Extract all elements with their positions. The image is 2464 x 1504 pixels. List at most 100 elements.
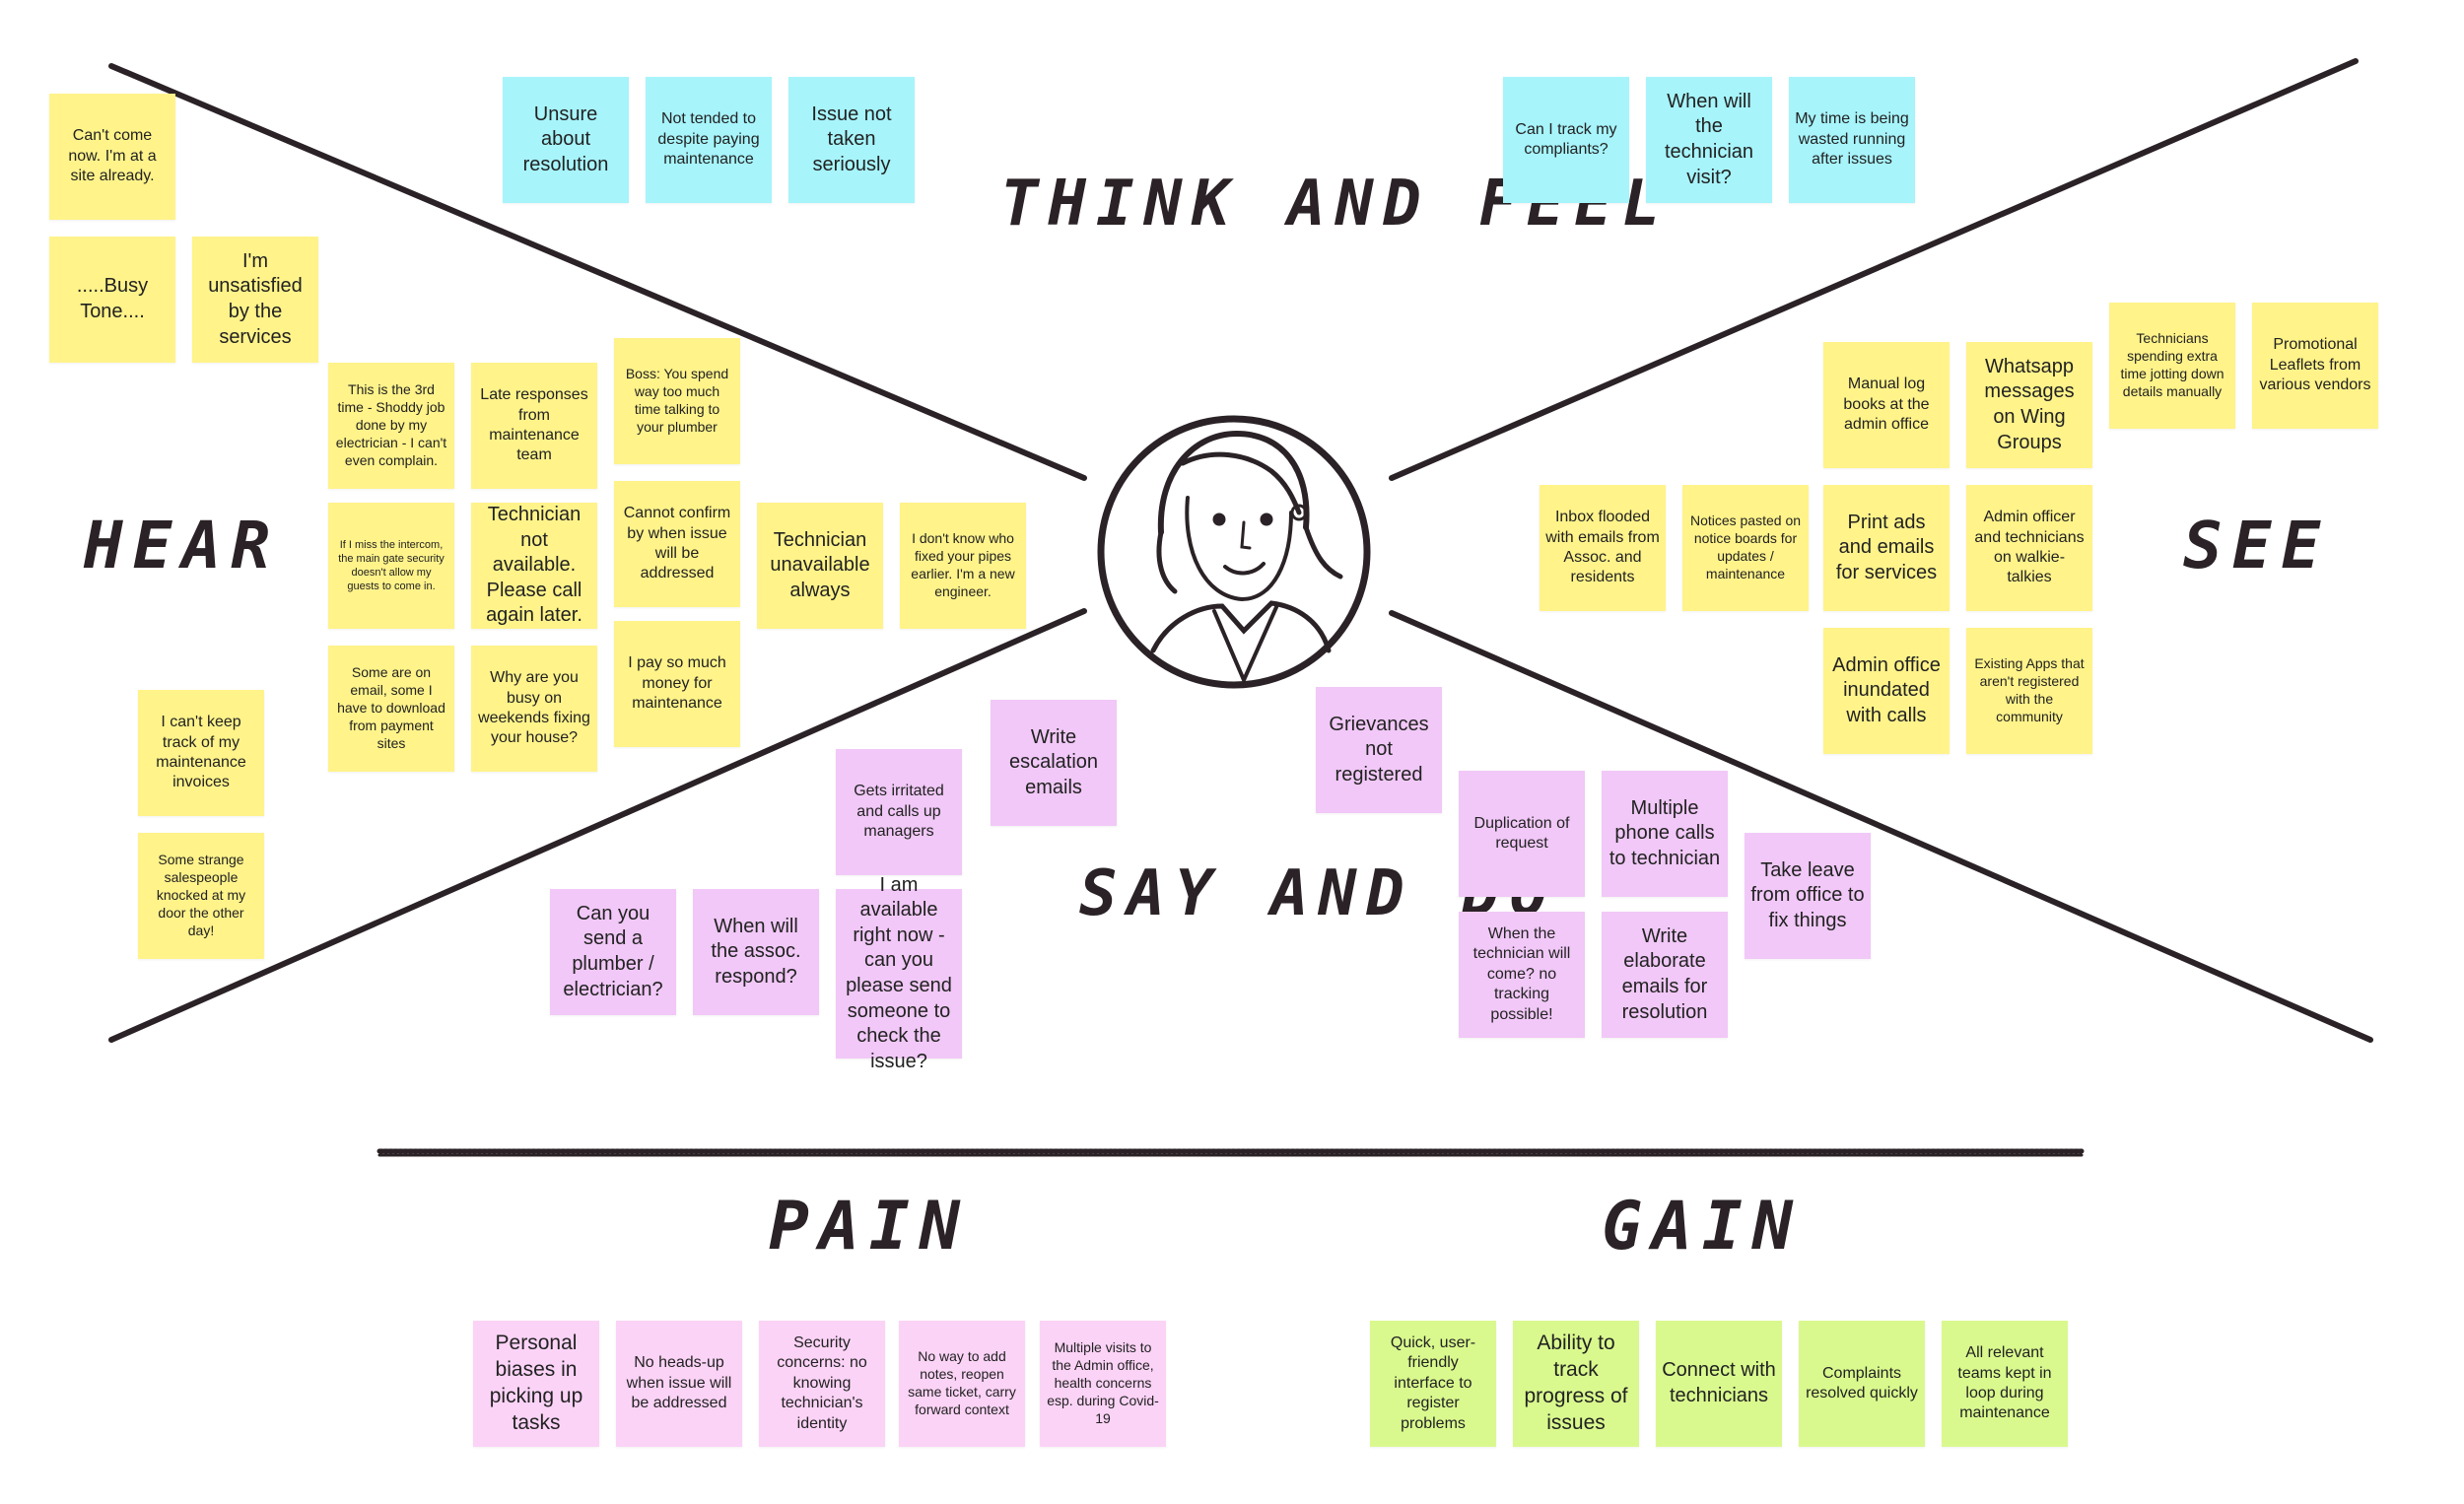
sticky-note-s-whatsapp[interactable]: Whatsapp messages on Wing Groups <box>1966 342 2092 468</box>
sticky-note-text: Some strange salespeople knocked at my d… <box>156 852 246 938</box>
sticky-note-p-multiple-visits[interactable]: Multiple visits to the Admin office, hea… <box>1040 1321 1166 1447</box>
sticky-note-text: Unsure about resolution <box>522 103 609 175</box>
sticky-note-text: Multiple phone calls to technician <box>1608 796 1721 869</box>
diagonal-line-bottom-left <box>108 608 1087 1043</box>
sticky-note-text: I'm unsatisfied by the services <box>208 249 303 348</box>
sticky-note-sd-duplication[interactable]: Duplication of request <box>1459 771 1585 897</box>
sticky-note-h-dont-know[interactable]: I don't know who fixed your pipes earlie… <box>900 503 1026 629</box>
sticky-note-p-no-notes[interactable]: No way to add notes, reopen same ticket,… <box>899 1321 1025 1447</box>
sticky-note-text: Admin office inundated with calls <box>1832 653 1941 726</box>
sticky-note-text: Not tended to despite paying maintenance <box>657 110 760 169</box>
sticky-note-s-technicians-jotting[interactable]: Technicians spending extra time jotting … <box>2109 303 2235 429</box>
sticky-note-s-walkie[interactable]: Admin officer and technicians on walkie-… <box>1966 485 2092 611</box>
sticky-note-text: Technicians spending extra time jotting … <box>2120 330 2224 399</box>
sticky-note-text: Quick, user-friendly interface to regist… <box>1390 1333 1476 1432</box>
sticky-note-s-existing-apps[interactable]: Existing Apps that aren't registered wit… <box>1966 628 2092 754</box>
pain-label: PAIN <box>769 1188 970 1265</box>
sticky-note-h-cannot-confirm[interactable]: Cannot confirm by when issue will be add… <box>614 481 740 607</box>
sticky-note-h-pay-much[interactable]: I pay so much money for maintenance <box>614 621 740 747</box>
diagonal-line-bottom-right <box>1389 610 2373 1043</box>
sticky-note-h-cant-track-invoices[interactable]: I can't keep track of my maintenance inv… <box>138 690 264 816</box>
sticky-note-text: Ability to track progress of issues <box>1524 1332 1628 1434</box>
sticky-note-tf-unsure-resolution[interactable]: Unsure about resolution <box>503 77 629 203</box>
sticky-note-tf-not-tended[interactable]: Not tended to despite paying maintenance <box>646 77 772 203</box>
sticky-note-text: Multiple visits to the Admin office, hea… <box>1047 1339 1159 1426</box>
sticky-note-text: Notices pasted on notice boards for upda… <box>1689 513 1802 581</box>
sticky-note-s-print-ads[interactable]: Print ads and emails for services <box>1823 485 1950 611</box>
sticky-note-p-security[interactable]: Security concerns: no knowing technician… <box>759 1321 885 1447</box>
sticky-note-text: Technician unavailable always <box>770 528 870 601</box>
sticky-note-text: My time is being wasted running after is… <box>1795 110 1909 169</box>
sticky-note-h-salespeople[interactable]: Some strange salespeople knocked at my d… <box>138 833 264 959</box>
sticky-note-text: No way to add notes, reopen same ticket,… <box>908 1348 1016 1417</box>
sticky-note-text: I can't keep track of my maintenance inv… <box>156 714 246 791</box>
sticky-note-h-intercom[interactable]: If I miss the intercom, the main gate se… <box>328 503 454 629</box>
sticky-note-g-connect[interactable]: Connect with technicians <box>1656 1321 1782 1447</box>
sticky-note-text: Some are on email, some I have to downlo… <box>337 664 445 751</box>
sticky-note-s-promo-leaflets[interactable]: Promotional Leaflets from various vendor… <box>2252 303 2378 429</box>
sticky-note-h-boss[interactable]: Boss: You spend way too much time talkin… <box>614 338 740 464</box>
sticky-note-s-admin-inundated[interactable]: Admin office inundated with calls <box>1823 628 1950 754</box>
person-face-icon <box>1097 415 1371 689</box>
sticky-note-tf-not-serious[interactable]: Issue not taken seriously <box>788 77 915 203</box>
sticky-note-sd-no-tracking[interactable]: When the technician will come? no tracki… <box>1459 912 1585 1038</box>
sticky-note-h-some-email[interactable]: Some are on email, some I have to downlo… <box>328 646 454 772</box>
sticky-note-text: Write elaborate emails for resolution <box>1621 924 1708 1023</box>
sticky-note-sd-write-escalation[interactable]: Write escalation emails <box>991 700 1117 826</box>
sticky-note-text: I don't know who fixed your pipes earlie… <box>911 530 1015 599</box>
sticky-note-h-third-time[interactable]: This is the 3rd time - Shoddy job done b… <box>328 363 454 489</box>
sticky-note-text: Manual log books at the admin office <box>1843 376 1930 434</box>
sticky-note-sd-grievances[interactable]: Grievances not registered <box>1316 687 1442 813</box>
sticky-note-sd-elaborate-emails[interactable]: Write elaborate emails for resolution <box>1602 912 1728 1038</box>
sticky-note-h-why-busy[interactable]: Why are you busy on weekends fixing your… <box>471 646 597 772</box>
sticky-note-tf-technician-visit[interactable]: When will the technician visit? <box>1646 77 1772 203</box>
sticky-note-h-busy-tone[interactable]: .....Busy Tone.... <box>49 237 175 363</box>
sticky-note-h-unsatisfied[interactable]: I'm unsatisfied by the services <box>192 237 318 363</box>
sticky-note-text: Grievances not registered <box>1329 713 1429 786</box>
sticky-note-h-tech-unavailable[interactable]: Technician unavailable always <box>757 503 883 629</box>
sticky-note-tf-time-wasted[interactable]: My time is being wasted running after is… <box>1789 77 1915 203</box>
sticky-note-sd-available-now[interactable]: I am available right now - can you pleas… <box>836 874 962 1072</box>
sticky-note-sd-gets-irritated[interactable]: Gets irritated and calls up managers <box>836 749 962 875</box>
sticky-note-sd-multiple-calls[interactable]: Multiple phone calls to technician <box>1602 771 1728 897</box>
sticky-note-text: Issue not taken seriously <box>811 103 892 175</box>
sticky-note-text: Write escalation emails <box>1008 725 1099 798</box>
sticky-note-text: Take leave from office to fix things <box>1750 858 1865 931</box>
sticky-note-text: .....Busy Tone.... <box>76 275 149 322</box>
sticky-note-tf-track-complaints[interactable]: Can I track my compliants? <box>1503 77 1629 203</box>
sticky-note-s-manual-log[interactable]: Manual log books at the admin office <box>1823 342 1950 468</box>
sticky-note-s-notices[interactable]: Notices pasted on notice boards for upda… <box>1682 485 1809 611</box>
sticky-note-s-inbox-flooded[interactable]: Inbox flooded with emails from Assoc. an… <box>1540 485 1666 611</box>
sticky-note-text: Complaints resolved quickly <box>1806 1364 1918 1401</box>
sticky-note-text: Personal biases in picking up tasks <box>489 1332 583 1434</box>
sticky-note-text: When will the assoc. respond? <box>711 915 801 988</box>
sticky-note-sd-take-leave[interactable]: Take leave from office to fix things <box>1745 833 1871 959</box>
sticky-note-text: Cannot confirm by when issue will be add… <box>623 505 731 582</box>
sticky-note-sd-assoc-respond[interactable]: When will the assoc. respond? <box>693 889 819 1015</box>
sticky-note-text: Existing Apps that aren't registered wit… <box>1974 655 2085 724</box>
gain-label: GAIN <box>1602 1188 1803 1265</box>
diagonal-line-top-left <box>108 63 1087 481</box>
sticky-note-p-biases[interactable]: Personal biases in picking up tasks <box>473 1321 599 1447</box>
sticky-note-text: Connect with technicians <box>1662 1359 1776 1406</box>
sticky-note-p-no-headsup[interactable]: No heads-up when issue will be addressed <box>616 1321 742 1447</box>
sticky-note-text: Promotional Leaflets from various vendor… <box>2259 336 2371 394</box>
sticky-note-h-tech-not-available[interactable]: Technician not available. Please call ag… <box>471 503 597 629</box>
sticky-note-text: No heads-up when issue will be addressed <box>626 1354 732 1412</box>
sticky-note-h-cant-come[interactable]: Can't come now. I'm at a site already. <box>49 94 175 220</box>
sticky-note-text: I am available right now - can you pleas… <box>846 873 952 1072</box>
sticky-note-h-late-responses[interactable]: Late responses from maintenance team <box>471 363 597 489</box>
sticky-note-text: Boss: You spend way too much time talkin… <box>625 366 729 435</box>
sticky-note-text: Inbox flooded with emails from Assoc. an… <box>1545 509 1660 586</box>
sticky-note-g-track-progress[interactable]: Ability to track progress of issues <box>1513 1321 1639 1447</box>
sticky-note-g-complaints-resolved[interactable]: Complaints resolved quickly <box>1799 1321 1925 1447</box>
diagonal-line-top-right <box>1389 58 2359 481</box>
sticky-note-text: I pay so much money for maintenance <box>628 654 726 713</box>
sticky-note-g-all-teams[interactable]: All relevant teams kept in loop during m… <box>1942 1321 2068 1447</box>
sticky-note-text: Why are you busy on weekends fixing your… <box>478 669 590 747</box>
sticky-note-g-quick-interface[interactable]: Quick, user-friendly interface to regist… <box>1370 1321 1496 1447</box>
sticky-note-text: Gets irritated and calls up managers <box>854 783 944 841</box>
sticky-note-text: Duplication of request <box>1473 814 1570 852</box>
sticky-note-sd-send-plumber[interactable]: Can you send a plumber / electrician? <box>550 889 676 1015</box>
